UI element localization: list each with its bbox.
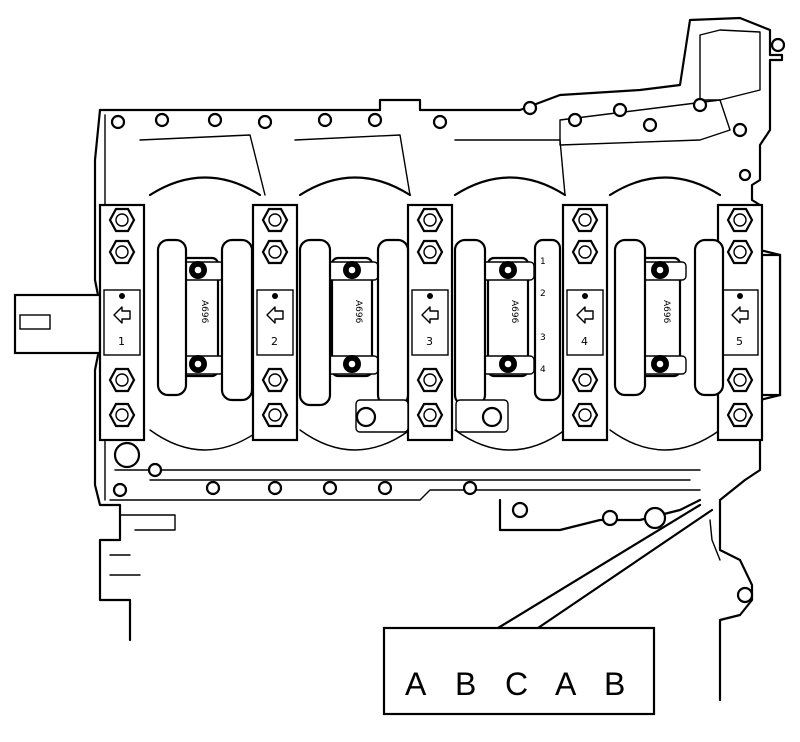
connecting-rod: A696 [325, 256, 379, 378]
cap-bolt [108, 367, 136, 393]
direction-arrow [421, 306, 439, 324]
cap-number: 4 [581, 335, 588, 348]
cap-bolt [108, 402, 136, 428]
code-letter: A [555, 666, 577, 702]
connecting-rods: A696 A696 A696 A696 [171, 256, 687, 378]
leader-lines [496, 503, 714, 630]
journal-mark: 1 [540, 257, 546, 267]
main-bearing-caps: 1 2 3 4 5 [98, 203, 764, 442]
cap-bolt [726, 402, 754, 428]
cap-bolt [726, 239, 754, 265]
cap-bolt [261, 402, 289, 428]
cap-bolt [416, 207, 444, 233]
cap-bolt [416, 239, 444, 265]
cap-bolt [726, 367, 754, 393]
perimeter-bolt-holes [110, 97, 754, 604]
cap-bolt [726, 207, 754, 233]
code-box-frame [382, 626, 656, 716]
direction-arrow [576, 306, 594, 324]
connecting-rod: A696 [633, 256, 687, 378]
cylinder-bores [139, 134, 722, 451]
code-letter: C [505, 666, 528, 702]
journal-mark: 3 [540, 333, 546, 343]
cap-bolt [571, 402, 599, 428]
rod-marking: A696 [509, 300, 519, 324]
cap-number: 5 [736, 335, 743, 348]
cap-bolt [416, 402, 444, 428]
main-bearing-cap: 2 [251, 203, 299, 442]
main-bearing-cap: 3 [406, 203, 454, 442]
cap-bolt [571, 207, 599, 233]
code-letter: B [604, 666, 625, 702]
journal-mark: 4 [540, 365, 546, 375]
main-bearing-cap: 5 [716, 203, 764, 442]
main-bearing-cap: 4 [561, 203, 609, 442]
code-letter: A [405, 666, 427, 702]
rod-marking: A696 [353, 300, 363, 324]
rod-marking: A696 [661, 300, 671, 324]
cap-bolt [261, 207, 289, 233]
direction-arrow [113, 306, 131, 324]
direction-arrow [266, 306, 284, 324]
cap-bolt [108, 207, 136, 233]
counterweights [156, 238, 725, 433]
cap-bolt [571, 239, 599, 265]
cap-number: 1 [118, 335, 125, 348]
journal-marks: 1 2 3 4 [540, 257, 546, 375]
block-outline [93, 16, 786, 702]
cap-bolt [261, 367, 289, 393]
cap-number: 2 [271, 335, 278, 348]
cap-bolt [416, 367, 444, 393]
code-letter: B [455, 666, 476, 702]
code-box: A B C A B [382, 626, 656, 716]
cap-number: 3 [426, 335, 433, 348]
connecting-rod: A696 [481, 256, 535, 378]
rod-marking: A696 [199, 300, 209, 324]
cap-bolt [108, 239, 136, 265]
direction-arrow [731, 306, 749, 324]
journal-mark: 2 [540, 289, 546, 299]
main-bearing-cap: 1 [98, 203, 146, 442]
cap-bolt [261, 239, 289, 265]
crankshaft-snout [13, 253, 782, 397]
cap-bolt [571, 367, 599, 393]
